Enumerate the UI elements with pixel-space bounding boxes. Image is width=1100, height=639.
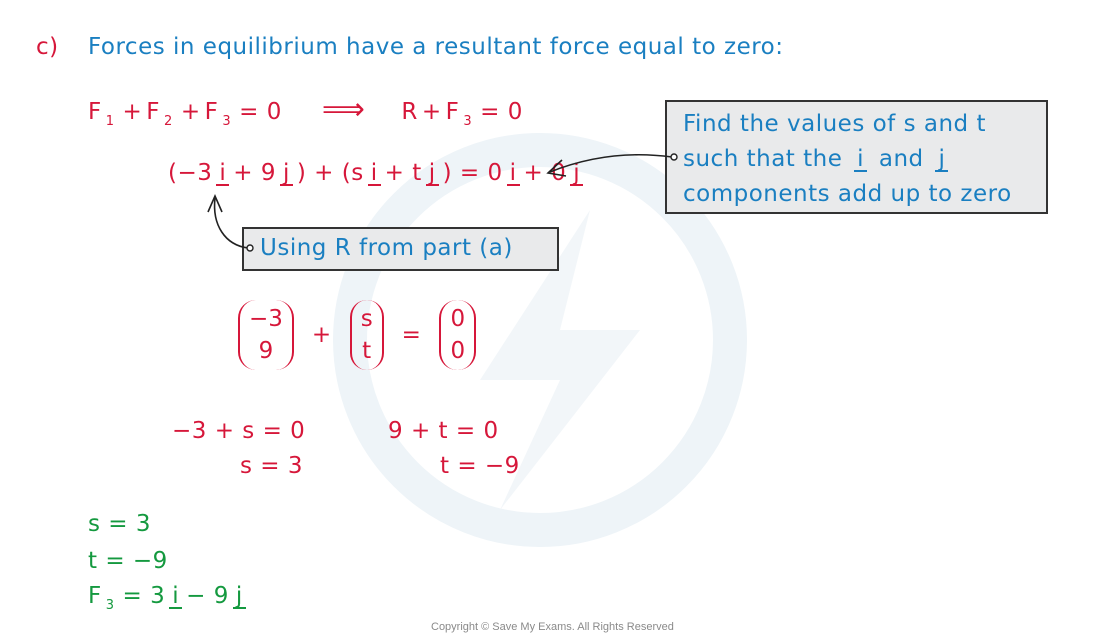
- math-token: +: [180, 99, 201, 125]
- vector-unit-i: i: [367, 162, 381, 186]
- vector-unit-i: i: [854, 148, 868, 172]
- vector-unit-j: j: [935, 148, 949, 172]
- math-token: = 3: [122, 583, 166, 609]
- math-token: and: [871, 146, 932, 172]
- i-component-solution: s = 3: [240, 453, 304, 479]
- vector-unit-i: i: [506, 162, 520, 186]
- answer-s: s = 3: [88, 511, 152, 537]
- subscript: 3: [222, 114, 232, 129]
- subscript: 3: [105, 598, 115, 613]
- implies-arrow: ⟹: [321, 92, 366, 127]
- math-token: components add up to zero: [683, 181, 1012, 207]
- vector-unit-j: j: [570, 162, 584, 186]
- copyright: Copyright © Save My Exams. All Rights Re…: [431, 621, 674, 633]
- math-token: F: [88, 99, 102, 125]
- math-token: F: [445, 99, 460, 125]
- subscript: 3: [463, 114, 473, 129]
- math-token: Find the values of s and t: [683, 111, 986, 137]
- math-token: + t: [384, 160, 422, 186]
- i-component-equation: −3 + s = 0: [172, 418, 306, 444]
- subscript: 2: [164, 114, 173, 129]
- callout-using-r: Using R from part (a): [242, 227, 559, 271]
- callout-line: components add up to zero: [683, 177, 1016, 212]
- math-token: +: [421, 99, 442, 125]
- vector-unit-j: j: [425, 162, 439, 186]
- callout-find-s-t: Find the values of s and t such that the …: [665, 100, 1048, 214]
- j-component-solution: t = −9: [440, 453, 520, 479]
- callout-line: such that the i and j: [683, 142, 1016, 177]
- math-token: + 9: [233, 160, 276, 186]
- answer-t: t = −9: [88, 548, 168, 574]
- math-token: − 9: [186, 583, 229, 609]
- math-token: F: [204, 99, 219, 125]
- math-token: R: [401, 99, 418, 125]
- part-label: c): [36, 34, 59, 60]
- math-token: ) + (s: [296, 160, 364, 186]
- subscript: 1: [105, 114, 115, 129]
- callout-using-r-text: Using R from part (a): [260, 235, 513, 261]
- vector-unit-j: j: [280, 162, 293, 186]
- math-token: = 0: [239, 99, 282, 125]
- vector-unit-j: j: [232, 585, 246, 609]
- math-token: = 0: [480, 99, 523, 125]
- vector-unit-i: i: [216, 162, 230, 186]
- math-token: (−3: [168, 160, 213, 186]
- math-token: ) = 0: [442, 160, 503, 186]
- intro-text: Forces in equilibrium have a resultant f…: [88, 34, 784, 60]
- math-token: such that the: [683, 146, 851, 172]
- math-token: + 0: [523, 160, 567, 186]
- vector-unit-i: i: [169, 585, 183, 609]
- math-token: F: [146, 99, 161, 125]
- j-component-equation: 9 + t = 0: [388, 418, 499, 444]
- math-token: +: [122, 99, 143, 125]
- math-token: F: [88, 583, 102, 609]
- callout-line: Find the values of s and t: [683, 107, 1016, 142]
